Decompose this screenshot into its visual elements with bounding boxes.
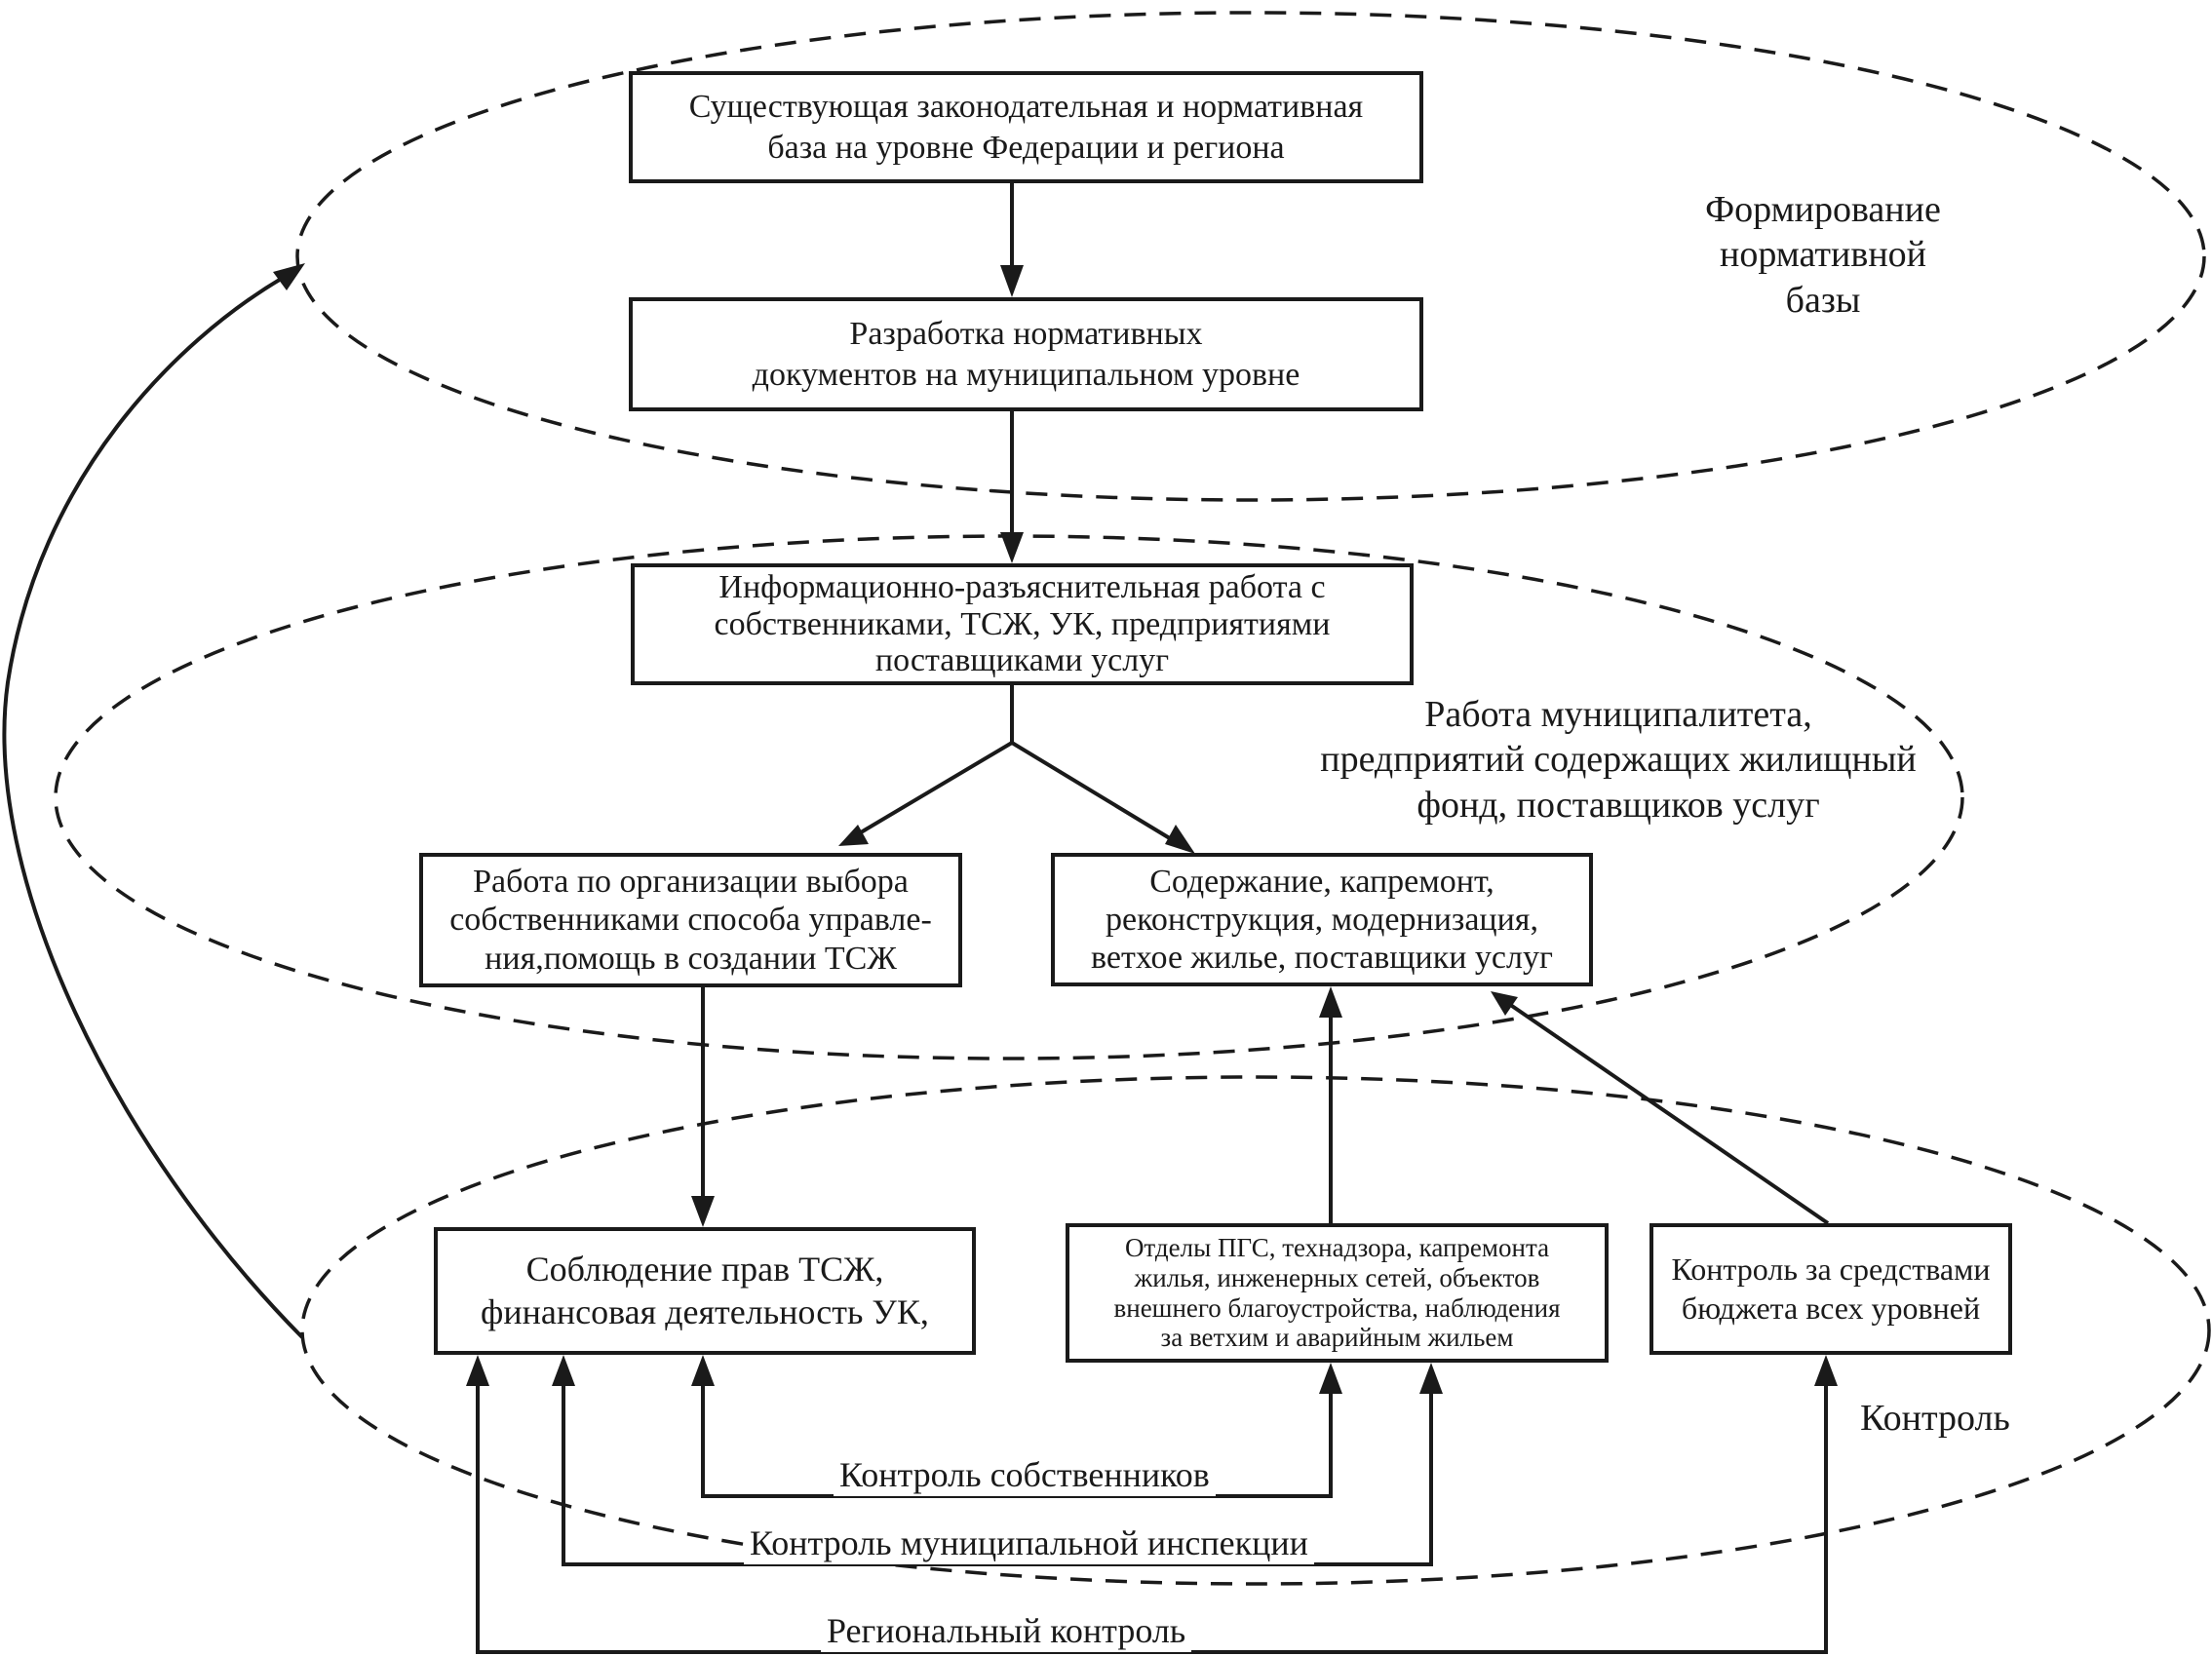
arrowhead-departments-owners xyxy=(1319,1363,1342,1394)
zone-label-municipality: Работа муниципалитета, предприятий содер… xyxy=(1267,692,1969,828)
zone-label-municipality-line-2: предприятий содержащих жилищный xyxy=(1320,739,1917,781)
box-rights: Соблюдение прав ТСЖ, финансовая деятельн… xyxy=(434,1227,976,1355)
arrowhead-municipal-docs xyxy=(1000,265,1024,297)
zone-label-municipality-line-1: Работа муниципалитета, xyxy=(1424,694,1812,735)
box-info-work-line-3: поставщиками услуг xyxy=(874,642,1170,679)
arrowhead-maintenance-fork xyxy=(1165,825,1195,854)
zone-label-normative-line-1: Формирование xyxy=(1705,189,1941,230)
zone-label-municipality-line-3: фонд, поставщиков услуг xyxy=(1416,784,1820,826)
zone-ellipse-normative xyxy=(295,11,2206,502)
zone-label-normative-line-2: нормативной xyxy=(1720,234,1926,276)
box-federal-base: Существующая законодательная и нормативн… xyxy=(629,71,1423,183)
box-info-work: Информационно-разъяснительная работа с с… xyxy=(631,563,1414,685)
box-management-choice-line-2: собственниками способа управле- xyxy=(449,902,932,939)
box-maintenance-line-2: реконструкция, модернизация, xyxy=(1106,901,1538,938)
arrow-budget-to-maintenance xyxy=(1507,1002,1830,1225)
zone-label-normative-line-3: базы xyxy=(1785,279,1861,321)
arrowhead-maintenance-from-departments xyxy=(1319,986,1342,1018)
box-management-choice-line-1: Работа по организации выбора xyxy=(473,864,909,901)
label-inspection-control: Контроль муниципальной инспекции xyxy=(744,1522,1314,1565)
arrow-fork-to-maintenance xyxy=(1010,741,1180,845)
zone-label-normative: Формирование нормативной базы xyxy=(1677,187,1969,323)
box-departments-line-2: жилья, инженерных сетей, объектов xyxy=(1134,1262,1540,1292)
box-municipal-docs-line-2: документов на муниципальном уровне xyxy=(752,356,1300,393)
box-maintenance-line-1: Содержание, капремонт, xyxy=(1149,863,1494,900)
arrowhead-maintenance-from-budget xyxy=(1491,991,1518,1016)
label-regional-control: Региональный контроль xyxy=(821,1610,1192,1653)
box-maintenance: Содержание, капремонт, реконструкция, мо… xyxy=(1051,853,1593,986)
box-departments: Отделы ПГС, технадзора, капремонта жилья… xyxy=(1066,1223,1609,1363)
box-maintenance-line-3: ветхое жилье, поставщики услуг xyxy=(1091,940,1553,977)
arrowhead-feedback xyxy=(273,263,305,290)
box-departments-line-4: за ветхим и аварийным жильем xyxy=(1160,1323,1514,1353)
arrowhead-management-choice xyxy=(838,825,869,846)
box-management-choice-line-3: ния,помощь в создании ТСЖ xyxy=(485,940,897,977)
box-departments-line-1: Отделы ПГС, технадзора, капремонта xyxy=(1124,1232,1550,1262)
box-management-choice: Работа по организации выбора собственник… xyxy=(419,853,962,987)
arrowhead-rights-inspection xyxy=(552,1355,575,1386)
box-departments-line-3: внешнего благоустройства, наблюдения xyxy=(1113,1292,1561,1323)
box-budget: Контроль за средствами бюджета всех уров… xyxy=(1649,1223,2012,1355)
feedback-curve xyxy=(2,276,304,1339)
label-owners-control: Контроль собственников xyxy=(834,1454,1216,1497)
zone-label-control-text: Контроль xyxy=(1860,1398,2010,1439)
arrowhead-budget-regional xyxy=(1814,1355,1838,1386)
arrowhead-rights-regional xyxy=(466,1355,489,1386)
zone-ellipse-control xyxy=(300,1075,2211,1586)
box-municipal-docs: Разработка нормативных документов на мун… xyxy=(629,297,1423,411)
zone-label-control: Контроль xyxy=(1833,1396,2037,1441)
arrowhead-rights-owners xyxy=(691,1355,715,1386)
box-budget-line-1: Контроль за средствами xyxy=(1671,1252,1991,1288)
arrow-fork-to-choice xyxy=(854,741,1014,837)
arrowhead-rights-from-choice xyxy=(691,1196,715,1227)
box-info-work-line-2: собственниками, ТСЖ, УК, предприятиями xyxy=(714,605,1331,642)
box-info-work-line-1: Информационно-разъяснительная работа с xyxy=(718,569,1326,606)
box-rights-line-2: финансовая деятельность УК, xyxy=(481,1291,929,1331)
box-federal-base-line-2: база на уровне Федерации и региона xyxy=(767,129,1285,166)
arrowhead-departments-inspection xyxy=(1419,1363,1443,1394)
box-budget-line-2: бюджета всех уровней xyxy=(1681,1290,1981,1326)
box-municipal-docs-line-1: Разработка нормативных xyxy=(849,316,1203,353)
box-rights-line-1: Соблюдение прав ТСЖ, xyxy=(525,1249,884,1289)
box-federal-base-line-1: Существующая законодательная и нормативн… xyxy=(688,89,1364,126)
arrowhead-info-work xyxy=(1000,532,1024,563)
